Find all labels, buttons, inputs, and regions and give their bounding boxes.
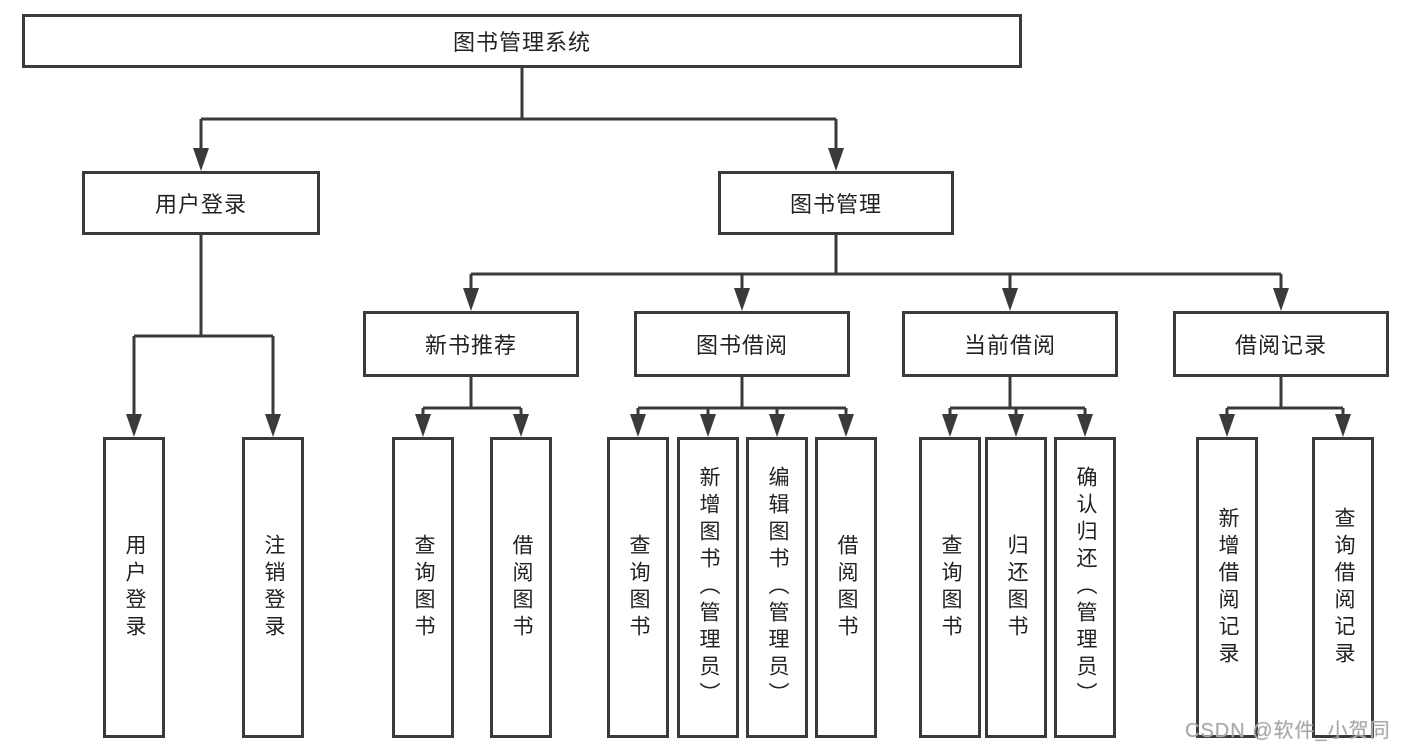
leaf-add-borrow-record: 新增借阅记录 bbox=[1196, 437, 1258, 738]
node-borrow-records: 借阅记录 bbox=[1173, 311, 1389, 377]
node-current-borrowing: 当前借阅 bbox=[902, 311, 1118, 377]
leaf-label: 新增借阅记录 bbox=[1216, 506, 1239, 669]
leaf-label: 查询借阅记录 bbox=[1332, 506, 1355, 669]
leaf-label: 查询图书 bbox=[412, 533, 435, 642]
node-root: 图书管理系统 bbox=[22, 14, 1022, 68]
leaf-label: 确认归还（管理员） bbox=[1074, 466, 1097, 709]
leaf-label: 新增图书（管理员） bbox=[697, 466, 720, 709]
leaf-label: 查询图书 bbox=[939, 533, 962, 642]
watermark: CSDN @软件_小贺同学 bbox=[1185, 720, 1391, 742]
leaf-query-books-recommend: 查询图书 bbox=[392, 437, 454, 738]
arrowheads bbox=[126, 148, 1351, 437]
leaf-query-books-current: 查询图书 bbox=[919, 437, 981, 738]
leaf-add-book-admin: 新增图书（管理员） bbox=[677, 437, 739, 738]
leaf-label: 编辑图书（管理员） bbox=[766, 466, 789, 709]
node-new-book-recommend: 新书推荐 bbox=[363, 311, 579, 377]
node-user-login: 用户登录 bbox=[82, 171, 320, 235]
leaf-confirm-return-admin: 确认归还（管理员） bbox=[1054, 437, 1116, 738]
leaf-query-books-borrowing: 查询图书 bbox=[607, 437, 669, 738]
leaf-label: 用户登录 bbox=[123, 533, 146, 642]
leaf-return-books: 归还图书 bbox=[985, 437, 1047, 738]
leaf-label: 注销登录 bbox=[262, 533, 285, 642]
leaf-label: 借阅图书 bbox=[835, 533, 858, 642]
leaf-label: 查询图书 bbox=[627, 533, 650, 642]
leaf-user-login: 用户登录 bbox=[103, 437, 165, 738]
node-book-management: 图书管理 bbox=[718, 171, 954, 235]
leaf-label: 归还图书 bbox=[1005, 533, 1028, 642]
node-book-borrowing: 图书借阅 bbox=[634, 311, 850, 377]
leaf-logout: 注销登录 bbox=[242, 437, 304, 738]
leaf-borrow-books-borrowing: 借阅图书 bbox=[815, 437, 877, 738]
leaf-query-borrow-record: 查询借阅记录 bbox=[1312, 437, 1374, 738]
leaf-edit-book-admin: 编辑图书（管理员） bbox=[746, 437, 808, 738]
leaf-borrow-books-recommend: 借阅图书 bbox=[490, 437, 552, 738]
leaf-label: 借阅图书 bbox=[510, 533, 533, 642]
